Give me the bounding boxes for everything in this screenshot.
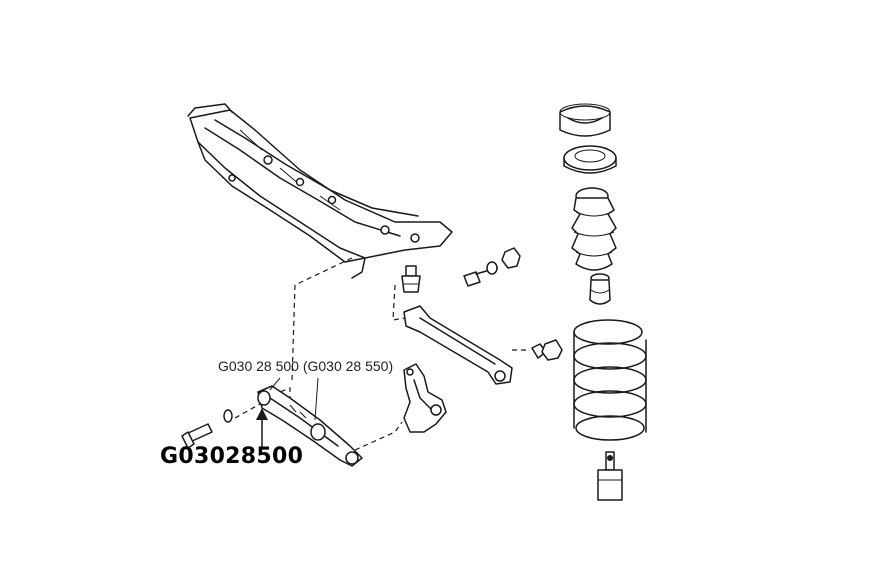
lower-control-arm bbox=[256, 377, 363, 467]
trailing-link bbox=[403, 305, 563, 385]
rear-crossmember bbox=[187, 103, 453, 279]
bump-stop bbox=[589, 273, 611, 305]
arm-bolt bbox=[181, 409, 233, 449]
part-number-label: G03028500 bbox=[160, 444, 304, 469]
shock-absorber bbox=[597, 451, 623, 501]
coil-spring bbox=[573, 319, 647, 441]
strut-top-mount bbox=[559, 103, 611, 137]
part-callout-label: G030 28 500 (G030 28 550) bbox=[218, 358, 394, 374]
spring-seat bbox=[563, 145, 617, 174]
knuckle-carrier bbox=[403, 363, 447, 433]
upper-mount-hardware bbox=[401, 247, 521, 293]
dust-boot bbox=[571, 187, 617, 271]
